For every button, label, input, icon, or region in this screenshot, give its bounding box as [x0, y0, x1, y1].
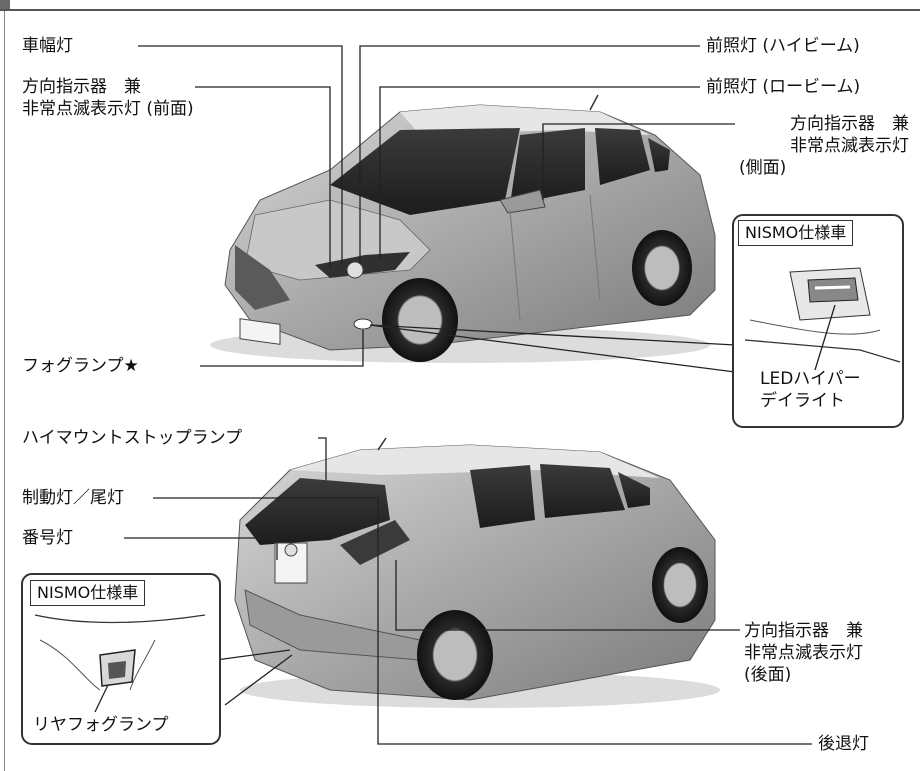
label-low-beam: 前照灯 (ロービーム) [706, 77, 861, 97]
label-side-turn-signal: 方向指示器 兼非常点滅表示灯(側面) [739, 114, 909, 178]
header-marker [0, 0, 10, 9]
left-margin-rule [4, 11, 5, 771]
rear-nismo-inset-art [21, 573, 221, 745]
label-led-daytime-light: LEDハイパーデイライト [760, 369, 861, 411]
rear-nismo-title: NISMO仕様車 [30, 580, 146, 606]
label-position-lamp: 車幅灯 [22, 36, 73, 56]
label-high-beam: 前照灯 (ハイビーム) [706, 36, 860, 56]
label-stop-tail-lamp: 制動灯／尾灯 [22, 488, 124, 508]
rear-car-illustration [234, 437, 720, 708]
label-license-lamp: 番号灯 [22, 528, 73, 548]
front-car-illustration [210, 94, 716, 363]
label-rear-turn-signal: 方向指示器 兼非常点滅表示灯(後面) [744, 621, 863, 685]
front-nismo-inset-art [732, 214, 904, 428]
front-leader-lines [138, 45, 736, 373]
front-nismo-title: NISMO仕様車 [738, 220, 854, 246]
rear-leader-lines [124, 437, 812, 745]
page-header-bar [0, 0, 920, 11]
label-rear-fog-lamp: リヤフォグランプ [33, 715, 169, 735]
label-high-mount-stop-lamp: ハイマウントストップランプ [22, 428, 243, 448]
label-fog-lamp: フォグランプ★ [22, 356, 139, 376]
label-backup-lamp: 後退灯 [818, 734, 869, 754]
label-front-turn-signal: 方向指示器 兼非常点滅表示灯 (前面) [22, 77, 194, 119]
